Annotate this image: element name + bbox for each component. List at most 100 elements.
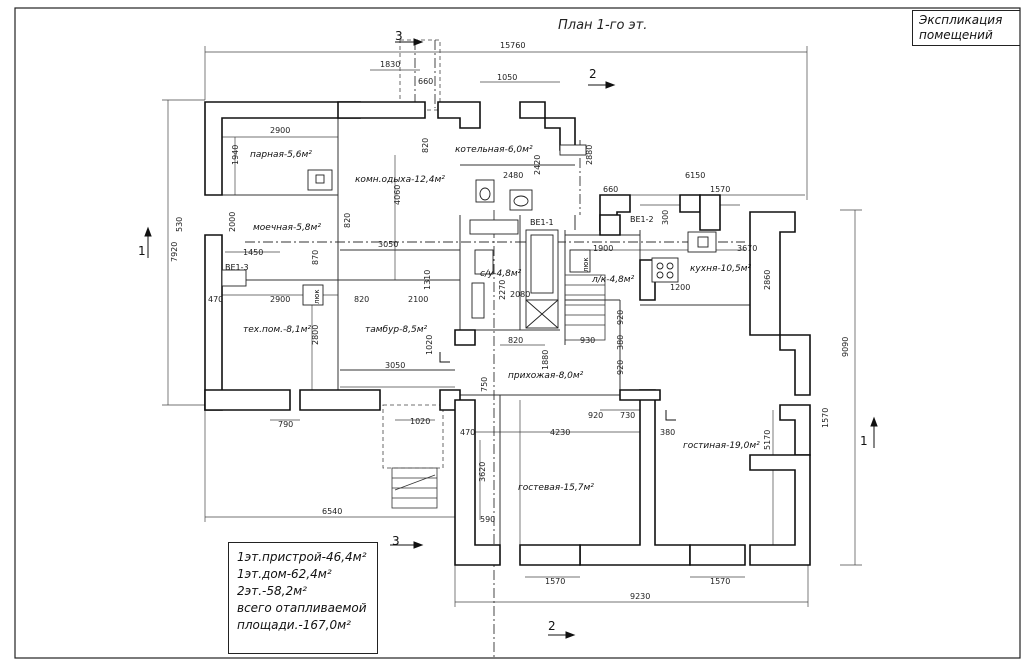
dim-2100: 2100 — [408, 295, 428, 304]
dim-1900: 1900 — [593, 244, 613, 253]
dim-380-b: 380 — [660, 428, 675, 437]
room-teh-pom: тех.пом.-8,1м² — [243, 325, 311, 335]
summary-line-1: 1эт.пристрой-46,4м² — [237, 550, 367, 564]
dim-6150: 6150 — [685, 171, 705, 180]
dim-1570-d: 1570 — [710, 577, 730, 586]
dim-9230: 9230 — [630, 592, 650, 601]
dim-930: 930 — [580, 336, 595, 345]
dim-470-b: 470 — [460, 428, 475, 437]
dim-2080: 2080 — [510, 290, 530, 299]
dim-2800: 2800 — [311, 325, 320, 345]
explication-box: Экспликация помещений — [912, 10, 1020, 46]
room-moechnaya: моечная-5,8м² — [253, 223, 321, 233]
hatch-label-1: люк — [582, 257, 590, 272]
section-3-top: 3 — [395, 29, 403, 43]
dim-1200: 1200 — [670, 283, 690, 292]
room-labels: парная-5,6м² комн.одыха-12,4м² котельная… — [243, 145, 760, 493]
room-kuhnya: кухня-10,5м² — [690, 264, 751, 274]
dim-300: 300 — [661, 210, 670, 225]
dim-730: 730 — [620, 411, 635, 420]
dim-9090: 9090 — [841, 337, 850, 357]
elevation-marks — [439, 352, 676, 421]
dim-530: 530 — [175, 217, 184, 232]
dim-1450: 1450 — [243, 248, 263, 257]
section-markers — [144, 38, 878, 639]
dim-2420: 2420 — [533, 155, 542, 175]
section-3-bottom: 3 — [392, 534, 400, 548]
section-1-left: 1 — [138, 244, 146, 258]
dim-1020-a: 1020 — [425, 335, 434, 355]
dim-3050-a: 3050 — [378, 240, 398, 249]
walls — [204, 101, 811, 566]
dim-7920: 7920 — [170, 242, 179, 262]
dim-790: 790 — [278, 420, 293, 429]
dim-4230: 4230 — [550, 428, 570, 437]
section-2-bottom: 2 — [548, 619, 556, 633]
dim-820-d: 820 — [508, 336, 523, 345]
dim-820-b: 820 — [343, 213, 352, 228]
area-summary-box: 1эт.пристрой-46,4м² 1эт.дом-62,4м² 2эт.-… — [228, 542, 378, 654]
be1-1-label: ВЕ1-1 — [530, 218, 554, 227]
summary-line-5: площади.-167,0м² — [237, 618, 351, 632]
fixtures — [221, 144, 717, 329]
summary-line-2: 1эт.дом-62,4м² — [237, 567, 332, 581]
dim-470-a: 470 — [208, 295, 223, 304]
page-frame — [14, 7, 1021, 659]
room-lk: л/к-4,8м² — [591, 275, 635, 285]
dimension-lines — [162, 46, 862, 607]
dim-870: 870 — [311, 250, 320, 265]
dim-920-b: 920 — [616, 360, 625, 375]
dim-3050-b: 3050 — [385, 361, 405, 370]
dim-920-a: 920 — [616, 310, 625, 325]
explication-line-2: помещений — [919, 28, 993, 42]
dim-2900-b: 2900 — [270, 295, 290, 304]
dim-1940: 1940 — [231, 145, 240, 165]
dim-4060: 4060 — [393, 185, 402, 205]
dim-3670: 3670 — [737, 244, 757, 253]
section-1-right: 1 — [860, 434, 868, 448]
dim-660-b: 660 — [603, 185, 618, 194]
dim-1020-b: 1020 — [410, 417, 430, 426]
dim-2860: 2860 — [763, 270, 772, 290]
be1-2-label: ВЕ1-2 — [630, 215, 654, 224]
dim-1050: 1050 — [497, 73, 517, 82]
dim-750: 750 — [480, 377, 489, 392]
section-2-top: 2 — [589, 67, 597, 81]
dim-380-a: 380 — [616, 335, 625, 350]
be1-3-label: ВЕ1-3 — [225, 263, 249, 272]
room-gostinaya: гостиная-19,0м² — [683, 441, 760, 451]
stairs — [391, 274, 606, 509]
dim-5170: 5170 — [763, 430, 772, 450]
dim-3620: 3620 — [478, 462, 487, 482]
hatch-label-2: люк — [313, 289, 321, 304]
dim-920-c: 920 — [588, 411, 603, 420]
dim-660-a: 660 — [418, 77, 433, 86]
dim-1880: 1880 — [541, 350, 550, 370]
dim-2880: 2880 — [585, 145, 594, 165]
dim-2480: 2480 — [503, 171, 523, 180]
dim-1570-b: 1570 — [821, 408, 830, 428]
equipment-labels: ВЕ1-1 ВЕ1-2 ВЕ1-3 люк люк — [225, 215, 654, 304]
dim-6540: 6540 — [322, 507, 342, 516]
dimension-labels: 15760 1830 660 1050 2900 1940 820 2420 2… — [170, 41, 850, 601]
room-tambur: тамбур-8,5м² — [365, 325, 427, 335]
dim-820-c: 820 — [354, 295, 369, 304]
dim-2000: 2000 — [228, 212, 237, 232]
room-kotelnaya: котельная-6,0м² — [455, 145, 533, 155]
explication-line-1: Экспликация — [919, 13, 1003, 27]
dim-1570-c: 1570 — [545, 577, 565, 586]
room-prihozhaya: прихожая-8,0м² — [508, 371, 584, 381]
room-su: с/у-4,8м² — [480, 269, 522, 279]
dim-820-a: 820 — [421, 138, 430, 153]
room-gostevaya: гостевая-15,7м² — [518, 483, 594, 493]
plan-title: План 1-го эт. — [558, 18, 648, 33]
dim-2900-a: 2900 — [270, 126, 290, 135]
dim-590: 590 — [480, 515, 495, 524]
dim-15760: 15760 — [500, 41, 525, 50]
room-komn-otdyha: комн.одыха-12,4м² — [355, 175, 445, 185]
summary-line-4: всего отапливаемой — [237, 601, 367, 615]
room-parnaya: парная-5,6м² — [250, 150, 312, 160]
dim-1310: 1310 — [423, 270, 432, 290]
partitions — [222, 118, 750, 560]
